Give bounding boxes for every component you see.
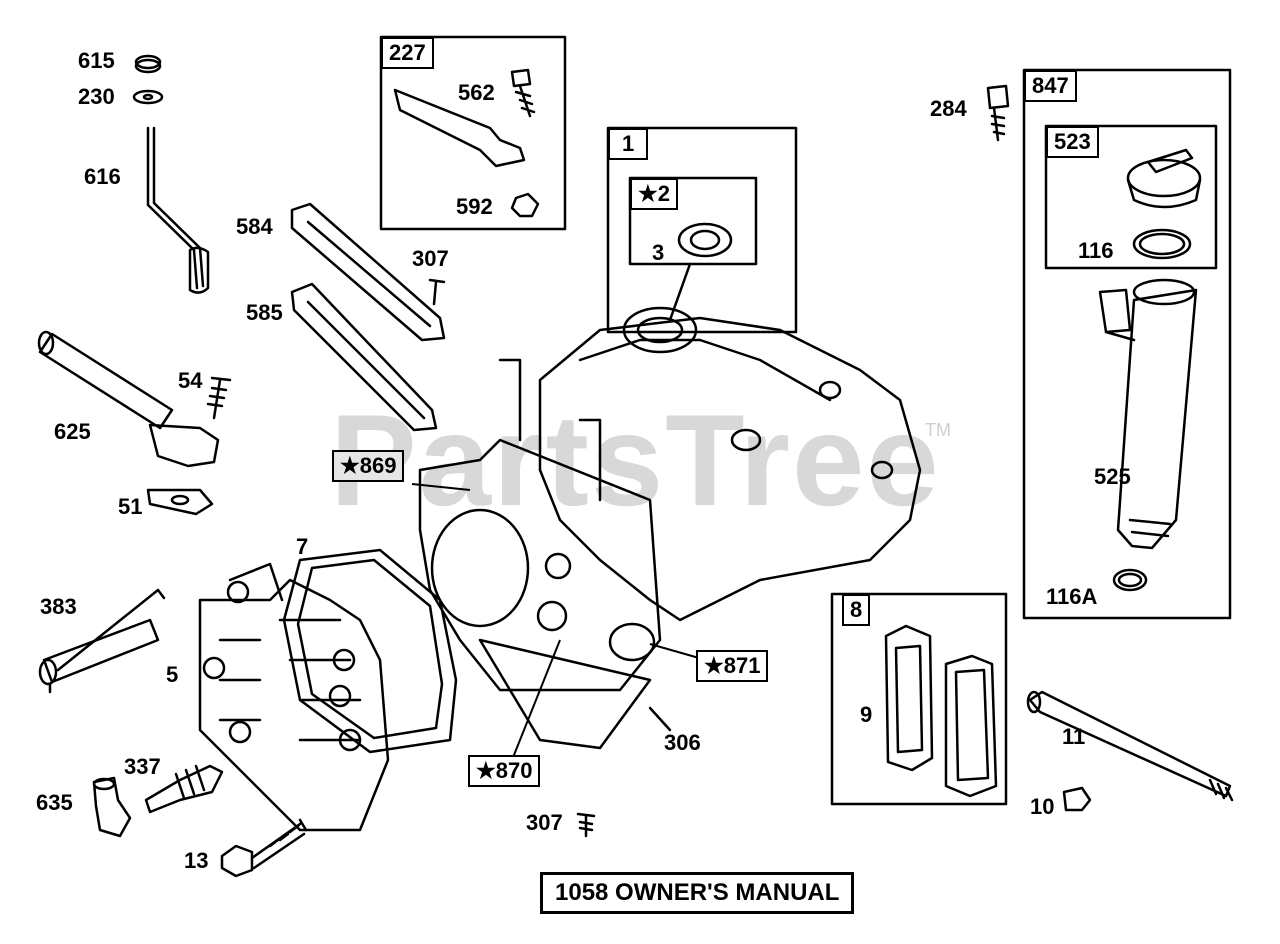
frame-523 [1044, 124, 1218, 270]
part-51-label: 51 [118, 494, 143, 519]
part-307-top-label: 307 [412, 246, 449, 271]
manual-footer: 1058 OWNER'S MANUAL [540, 872, 855, 914]
part-7-label: 7 [296, 534, 309, 559]
gasket-306 [478, 638, 652, 750]
part-615-label: 615 [78, 48, 115, 73]
kit-1-label: 1 [608, 128, 649, 160]
part-307-bottom-label: 307 [526, 810, 563, 835]
frame-8 [830, 592, 1008, 806]
part-284-label: 284 [930, 96, 967, 121]
part-635-label: 635 [36, 790, 73, 815]
frame-1 [606, 126, 798, 334]
part-5-label: 5 [166, 662, 179, 687]
crankcase [538, 316, 922, 622]
part-592-label: 592 [456, 194, 493, 219]
part-869-label: ★869 [332, 450, 405, 482]
part-13-label: 13 [184, 848, 209, 873]
part-562-label: 562 [458, 80, 495, 105]
part-616-label: 616 [84, 164, 121, 189]
kit-523-label: 523 [1046, 126, 1099, 158]
part-383-label: 383 [40, 594, 77, 619]
dipstick-tube-525 [1116, 288, 1198, 550]
frame-2 [628, 176, 758, 266]
part-585-label: 585 [246, 300, 283, 325]
part-11-label: 11 [1062, 724, 1086, 749]
part-625-label: 625 [54, 419, 91, 444]
part-584-label: 584 [236, 214, 273, 239]
part-3-label: 3 [652, 240, 665, 265]
kit-847-label: 847 [1024, 70, 1077, 102]
cylinder-head-5 [198, 578, 390, 832]
kit-8-label: 8 [842, 594, 871, 626]
washer-230 [132, 89, 164, 105]
cylinder-block [418, 438, 662, 692]
part-306-label: 306 [664, 730, 701, 755]
part-54-label: 54 [178, 368, 203, 393]
part-9-label: 9 [860, 702, 873, 727]
part-10-label: 10 [1030, 794, 1055, 819]
frame-847 [1022, 68, 1232, 620]
part-230-label: 230 [78, 84, 115, 109]
nut-615 [134, 58, 162, 74]
part-870-label: ★870 [468, 755, 541, 787]
part-871-label: ★871 [696, 650, 769, 682]
kit-2-label: ★2 [630, 178, 678, 210]
watermark-trademark: TM [925, 420, 951, 440]
head-gasket-7 [282, 548, 458, 754]
frame-227 [379, 35, 567, 231]
part-116-label: 116 [1078, 238, 1114, 263]
link-616 [146, 126, 199, 290]
part-525-label: 525 [1094, 464, 1131, 489]
kit-227-label: 227 [381, 37, 434, 69]
part-337-label: 337 [124, 754, 161, 779]
tube-625 [38, 332, 174, 430]
part-116a-label: 116A [1046, 584, 1098, 609]
